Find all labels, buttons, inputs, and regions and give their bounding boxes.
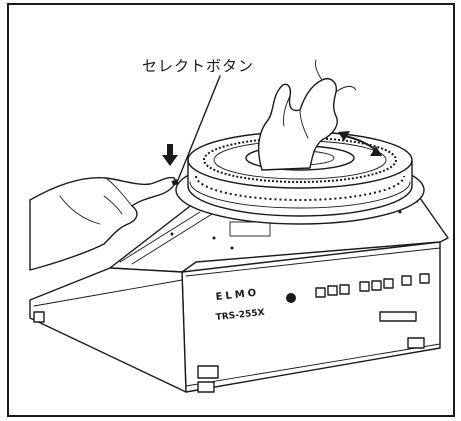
callout-label: セレクトボタン [142, 57, 254, 75]
select-button [171, 179, 179, 186]
projector-side-face [29, 267, 187, 393]
power-connector [197, 365, 219, 379]
brand-label: ELMO [215, 287, 260, 303]
focus-knob [286, 293, 296, 303]
callout-leader-line [177, 75, 221, 181]
remote-jack [379, 311, 417, 322]
control-buttons [315, 273, 430, 298]
hand-pressing-button [29, 176, 176, 271]
figure-frame [7, 3, 455, 417]
down-arrow-icon [162, 144, 178, 166]
double-arrow-icon [338, 131, 382, 156]
hand-on-tray [257, 59, 357, 171]
